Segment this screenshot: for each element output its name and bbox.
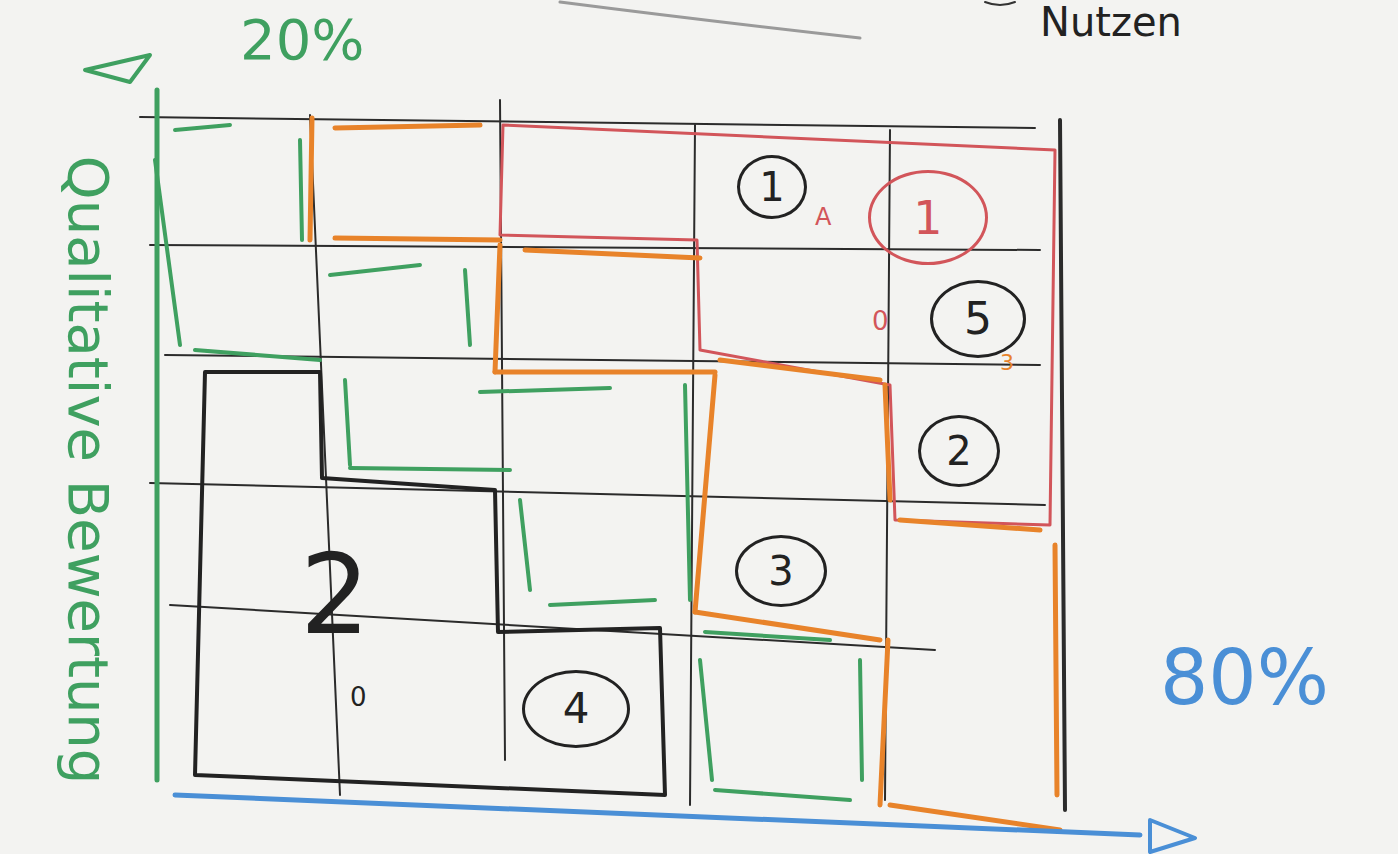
circled-number: 4 — [522, 670, 630, 748]
node-text: 1 — [913, 195, 942, 241]
axis-value: 80% — [1160, 640, 1329, 716]
circled-number: 1 — [737, 155, 807, 219]
axis-value: 20% — [240, 12, 364, 68]
circled-number: 1 — [868, 170, 988, 265]
note-mark: 0 — [350, 684, 367, 710]
circled-number: 2 — [918, 415, 1000, 487]
note-number: 2 — [300, 540, 370, 650]
node-text: 1 — [759, 167, 784, 207]
node-text: 2 — [946, 431, 971, 471]
note-mark: A — [815, 205, 831, 229]
note-mark: 3 — [1000, 352, 1014, 374]
node-text: 4 — [563, 688, 590, 730]
note-mark: 0 — [872, 308, 889, 334]
axis-title: Qualitative Bewertung — [60, 156, 116, 785]
axis-title: Nutzen — [1040, 2, 1182, 42]
circled-number: 3 — [735, 535, 827, 607]
node-text: 3 — [768, 551, 793, 591]
circled-number: 5 — [930, 280, 1026, 358]
node-text: 5 — [964, 297, 992, 341]
